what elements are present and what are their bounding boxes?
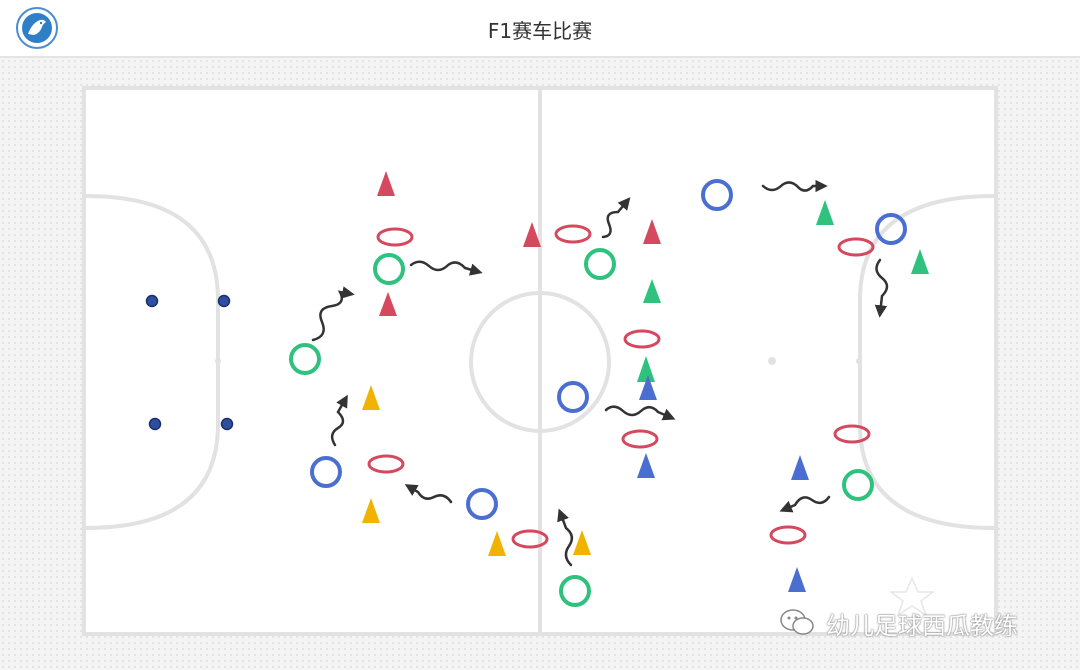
header-bar: F1赛车比赛 — [0, 0, 1080, 58]
blue-cone — [788, 567, 806, 592]
yellow-cone — [488, 531, 506, 556]
red-hoop — [833, 424, 871, 444]
start-marker — [217, 294, 231, 308]
start-marker — [148, 417, 162, 431]
yellow-cone — [362, 385, 380, 410]
dribble-arrow — [409, 260, 483, 276]
green-cone — [643, 279, 661, 303]
dribble-arrow — [761, 179, 828, 193]
red-hoop — [837, 237, 875, 257]
cones — [362, 171, 929, 592]
hoops — [367, 224, 875, 549]
page-title: F1赛车比赛 — [487, 19, 593, 43]
club-logo-icon — [16, 7, 58, 49]
red-hoop — [623, 329, 661, 349]
blue-player — [875, 213, 907, 245]
blue-cone — [639, 375, 657, 400]
start-marker — [220, 417, 234, 431]
watermark-text: 幼儿足球西瓜教练 — [826, 612, 1018, 640]
dribble-arrow — [311, 286, 355, 342]
yellow-cone — [573, 530, 591, 555]
red-cone — [523, 222, 541, 247]
blue-player — [466, 488, 498, 520]
dribble-arrow — [604, 405, 676, 421]
green-player — [584, 248, 616, 280]
red-cone — [379, 292, 397, 316]
center-circle — [469, 291, 611, 433]
left-penalty-spot — [215, 358, 221, 364]
red-hoop — [554, 224, 592, 244]
green-cone — [637, 356, 655, 382]
red-cone — [643, 219, 661, 244]
dribble-arrow — [874, 258, 889, 318]
red-hoop — [621, 429, 659, 449]
dribble-arrow — [779, 495, 831, 513]
blue-cone — [637, 453, 655, 478]
yellow-cone — [362, 498, 380, 523]
red-hoop — [769, 525, 807, 545]
right-penalty-spot — [856, 358, 862, 364]
green-player — [559, 575, 591, 607]
start-markers — [145, 294, 234, 431]
red-hoop — [367, 454, 405, 474]
dribble-arrows — [311, 179, 889, 567]
wechat-icon — [780, 609, 814, 635]
red-hoop — [511, 529, 549, 549]
blue-cone — [791, 455, 809, 480]
players — [289, 179, 907, 607]
green-player — [842, 469, 874, 501]
green-cone — [911, 249, 929, 274]
green-player — [289, 343, 321, 375]
start-marker — [145, 294, 159, 308]
stamp-watermark — [888, 576, 936, 617]
dribble-arrow — [330, 394, 348, 447]
green-player — [373, 253, 405, 285]
blue-player — [310, 456, 342, 488]
blue-player — [701, 179, 733, 211]
red-cone — [377, 171, 395, 196]
dribble-arrow — [404, 484, 453, 504]
red-hoop — [376, 227, 414, 247]
green-cone — [816, 200, 834, 225]
dribble-arrow — [557, 508, 574, 567]
second-penalty-spot — [768, 357, 776, 365]
blue-player — [557, 381, 589, 413]
dribble-arrow — [601, 197, 631, 239]
